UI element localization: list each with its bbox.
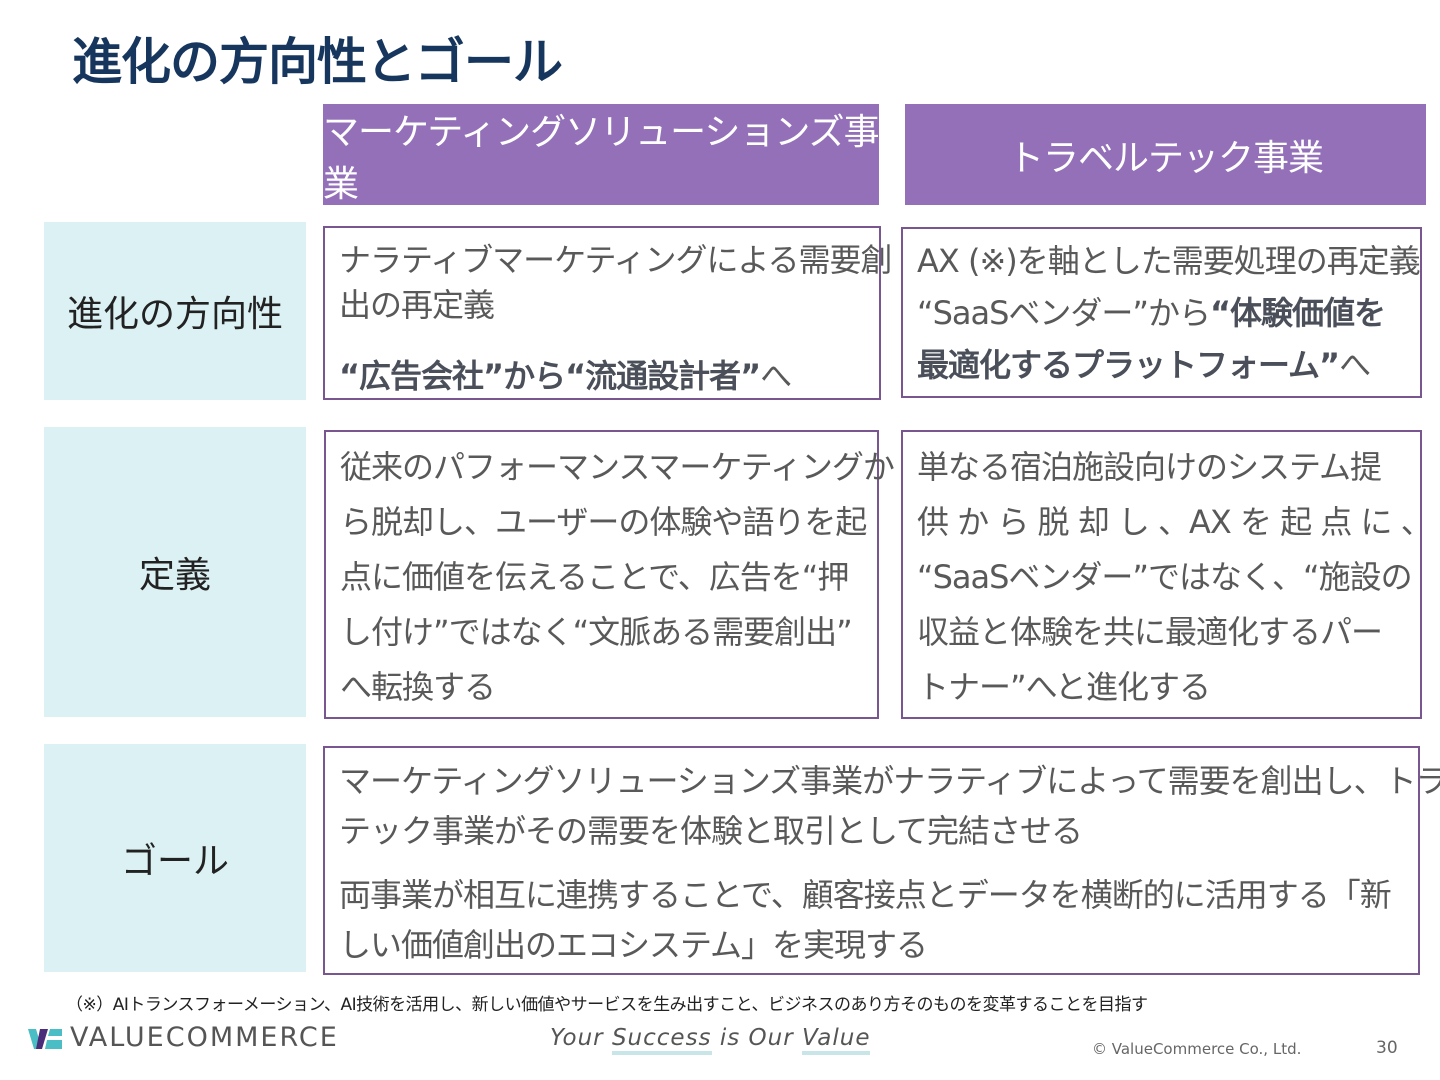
text-line: “SaaSベンダー”から: [917, 294, 1211, 332]
definition-marketing-cell: 従来のパフォーマンスマーケティングか ら脱却し、ユーザーの体験や語りを起 点に価…: [324, 430, 895, 719]
text-line: テック事業がその需要を体験と取引として完結させる: [339, 812, 1083, 850]
text-line: “SaaSベンダー”ではなく、“施設の: [917, 558, 1413, 596]
text-line: 収益と体験を共に最適化するパー: [917, 613, 1383, 651]
column-header-travel: トラベルテック事業: [905, 104, 1426, 205]
direction-travel-cell: AX (※)を軸とした需要処理の再定義 “SaaSベンダー”から“体験価値を 最…: [901, 227, 1422, 398]
text-line: ナラティブマーケティングによる需要創: [339, 241, 893, 279]
page-number: 30: [1376, 1038, 1398, 1058]
text-line: 出の再定義: [339, 286, 495, 324]
row-label-definition: 定義: [44, 427, 306, 717]
page-title: 進化の方向性とゴール: [72, 33, 563, 91]
tagline-word: Value: [802, 1025, 871, 1055]
tagline: Your Success is Our Value: [550, 1025, 871, 1055]
copyright: © ValueCommerce Co., Ltd.: [1092, 1040, 1302, 1058]
text-line: しい価値創出のエコシステム」を実現する: [339, 926, 928, 964]
text-line: 従来のパフォーマンスマーケティングか: [340, 448, 895, 486]
text-line: し付け”ではなく“文脈ある需要創出”: [340, 613, 853, 651]
tagline-word: is: [719, 1025, 741, 1051]
tagline-word: Your: [550, 1025, 604, 1051]
bold-text: “体験価値を: [1210, 294, 1386, 332]
row-label-goal: ゴール: [44, 744, 306, 972]
definition-travel-cell: 単なる宿泊施設向けのシステム提 供 か ら 脱 却 し 、AX を 起 点 に …: [901, 430, 1433, 719]
direction-marketing-cell: ナラティブマーケティングによる需要創 出の再定義 “広告会社”から“流通設計者”…: [323, 226, 893, 400]
brand-name: VALUECOMMERCE: [70, 1022, 339, 1053]
goal-cell: マーケティングソリューションズ事業がナラティブによって需要を創出し、トラベル テ…: [323, 746, 1440, 975]
text-line: 両事業が相互に連携することで、顧客接点とデータを横断的に活用する「新: [339, 876, 1392, 914]
text-line: 供 か ら 脱 却 し 、AX を 起 点 に 、: [917, 503, 1433, 541]
text-tail: へ: [760, 357, 792, 395]
text-line: 点に価値を伝えることで、広告を“押: [340, 558, 849, 596]
text-tail: へ: [1339, 346, 1371, 384]
bold-text: 最適化するプラットフォーム”: [917, 346, 1340, 384]
text-line: ら脱却し、ユーザーの体験や語りを起: [340, 503, 867, 541]
text-line: へ転換する: [340, 668, 496, 706]
bold-text: “広告会社”から“流通設計者”: [339, 357, 761, 395]
valuecommerce-logo-icon: [28, 1029, 62, 1049]
column-header-marketing: マーケティングソリューションズ事業: [323, 104, 880, 205]
tagline-word: Success: [611, 1025, 712, 1055]
tagline-word: Our: [748, 1025, 794, 1051]
text-line: 単なる宿泊施設向けのシステム提: [917, 448, 1382, 486]
footnote: （※）AIトランスフォーメーション、AI技術を活用し、新しい価値やサービスを生み…: [66, 995, 1148, 1015]
text-line: トナー”へと進化する: [917, 668, 1211, 706]
row-label-direction: 進化の方向性: [44, 222, 306, 400]
text-line: マーケティングソリューションズ事業がナラティブによって需要を創出し、トラベル: [339, 762, 1440, 800]
text-line: AX (※)を軸とした需要処理の再定義: [917, 242, 1421, 280]
